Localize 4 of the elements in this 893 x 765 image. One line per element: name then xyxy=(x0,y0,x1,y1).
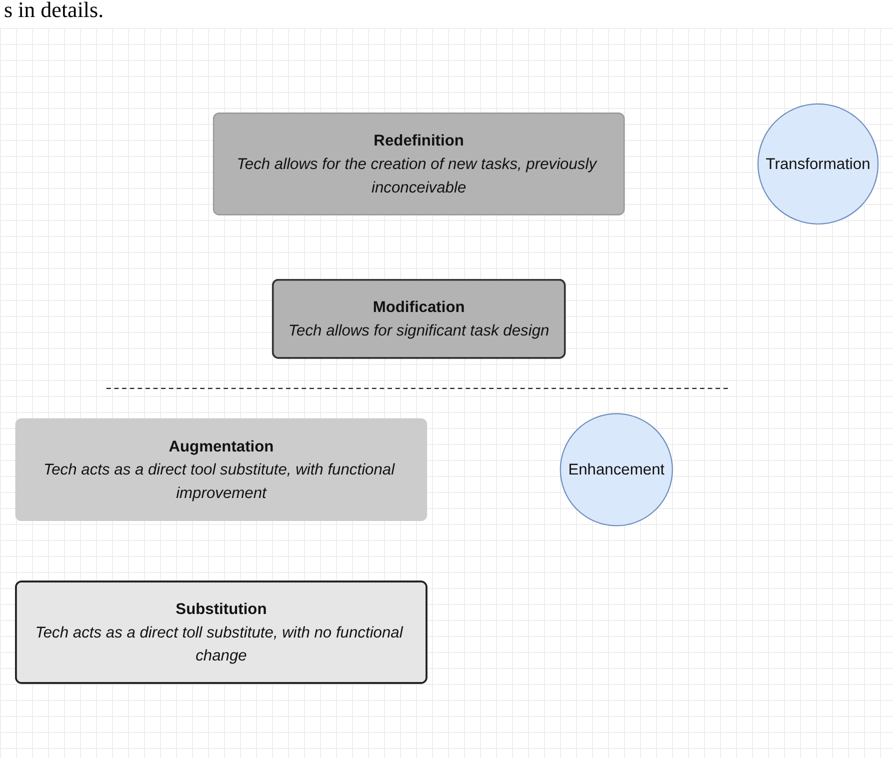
node-circle xyxy=(559,412,672,526)
node-circle xyxy=(756,102,878,224)
diagram: Redefinition Tech allows for the creation of new tasks, previously inconceivable Transformation Modification Tech allows for significant task design Augmentation Tech acts as a direct tool substitute, with functional improvement Enhancement Substitution Tech acts as a direct toll substitute, with no functional change xyxy=(6,94,886,692)
text-fragment: s in details. xyxy=(4,0,104,22)
